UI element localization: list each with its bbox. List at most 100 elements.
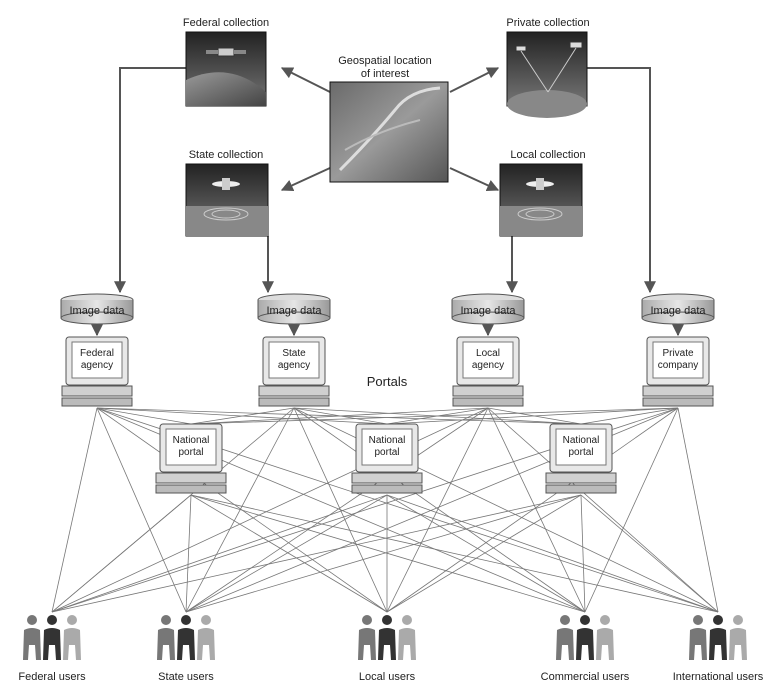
- person-icon: [177, 615, 195, 660]
- network-link: [190, 494, 388, 613]
- network-link: [51, 494, 582, 613]
- network-link: [293, 407, 388, 613]
- person-icon: [43, 615, 61, 660]
- terrain-image: [329, 81, 449, 183]
- image-data-federal: Image data: [60, 293, 134, 325]
- user-group-label-state: State users: [158, 671, 214, 683]
- portal-link: [96, 407, 192, 425]
- network-link: [51, 407, 98, 613]
- person-icon: [197, 615, 215, 660]
- portal-link: [580, 407, 679, 425]
- image-data-stores: Image data Image data Image data Image d…: [60, 293, 715, 325]
- person-icon: [378, 615, 396, 660]
- network-link: [190, 494, 586, 613]
- center-label-line2: of interest: [361, 68, 409, 80]
- network-link: [386, 494, 582, 613]
- agency-label-line1: Federal: [80, 348, 114, 359]
- computer-private-company: Private company: [642, 336, 714, 407]
- user-group-state: [157, 615, 215, 660]
- user-group-label-commercial: Commercial users: [541, 671, 630, 683]
- agency-label-line1: Local: [476, 348, 500, 359]
- state-collection-label: State collection: [189, 149, 264, 161]
- aircraft-icon: [212, 178, 240, 190]
- image-data-private: Image data: [641, 293, 715, 325]
- user-group-international: [689, 615, 747, 660]
- user-group-federal: [23, 615, 81, 660]
- network-link: [487, 407, 719, 613]
- portal-link: [190, 407, 295, 425]
- image-data-label: Image data: [69, 305, 125, 317]
- network-link: [580, 494, 586, 613]
- computer-federal-agency: Federal agency: [61, 336, 133, 407]
- center-location: Geospatial location of interest: [329, 55, 449, 183]
- agency-label-line1: Private: [662, 348, 694, 359]
- network-connections: [51, 407, 719, 613]
- national-portal-left: National portal: [155, 423, 227, 494]
- network-link: [190, 494, 719, 613]
- portal-label-line2: portal: [178, 447, 203, 458]
- network-link: [51, 407, 489, 613]
- portal-label-line1: National: [173, 435, 210, 446]
- computer-state-agency: State agency: [258, 336, 330, 407]
- private-collection: Private collection: [506, 17, 590, 118]
- network-link: [185, 494, 192, 613]
- person-icon: [358, 615, 376, 660]
- portal-link: [386, 407, 679, 425]
- network-link: [51, 494, 192, 613]
- state-collection: State collection: [185, 149, 269, 237]
- federal-collection: Federal collection: [183, 17, 269, 107]
- network-link: [386, 494, 719, 613]
- national-portal-center: National portal: [351, 423, 423, 494]
- image-data-label: Image data: [650, 305, 706, 317]
- network-link: [185, 494, 582, 613]
- agency-computers: Federal agency State agency Local agency…: [61, 336, 714, 407]
- user-group-local: [358, 615, 416, 660]
- image-data-local: Image data: [451, 293, 525, 325]
- network-link: [386, 407, 679, 613]
- network-link: [584, 407, 679, 613]
- network-link: [386, 494, 586, 613]
- person-icon: [729, 615, 747, 660]
- network-link: [580, 494, 719, 613]
- image-data-label: Image data: [460, 305, 516, 317]
- satellite-icon: [206, 47, 246, 57]
- local-collection-label: Local collection: [510, 149, 585, 161]
- aircraft-icon: [526, 178, 554, 190]
- portal-label-line1: National: [369, 435, 406, 446]
- portals-title: Portals: [367, 374, 408, 389]
- computer-local-agency: Local agency: [452, 336, 524, 407]
- federal-collection-label: Federal collection: [183, 17, 269, 29]
- person-icon: [398, 615, 416, 660]
- person-icon: [23, 615, 41, 660]
- portal-label-line2: portal: [568, 447, 593, 458]
- agency-label-line2: agency: [472, 360, 504, 371]
- center-arrows: [280, 67, 500, 191]
- user-groups: [23, 615, 747, 660]
- user-group-label-international: International users: [673, 671, 764, 683]
- person-icon: [556, 615, 574, 660]
- user-group-label-federal: Federal users: [18, 671, 86, 683]
- user-group-label-local: Local users: [359, 671, 416, 683]
- person-icon: [576, 615, 594, 660]
- network-link: [677, 407, 719, 613]
- network-link: [185, 494, 388, 613]
- portal-label-line1: National: [563, 435, 600, 446]
- person-icon: [689, 615, 707, 660]
- network-link: [487, 407, 586, 613]
- person-icon: [157, 615, 175, 660]
- portal-link: [190, 407, 489, 425]
- center-label-line1: Geospatial location: [338, 55, 432, 67]
- collection-arrows: [114, 67, 656, 294]
- agency-label-line1: State: [282, 348, 306, 359]
- network-link: [51, 494, 388, 613]
- network-link: [96, 407, 187, 613]
- image-data-state: Image data: [257, 293, 331, 325]
- local-collection: Local collection: [499, 149, 586, 237]
- image-data-label: Image data: [266, 305, 322, 317]
- user-group-commercial: [556, 615, 614, 660]
- private-collection-label: Private collection: [506, 17, 589, 29]
- person-icon: [596, 615, 614, 660]
- portal-link: [190, 407, 679, 425]
